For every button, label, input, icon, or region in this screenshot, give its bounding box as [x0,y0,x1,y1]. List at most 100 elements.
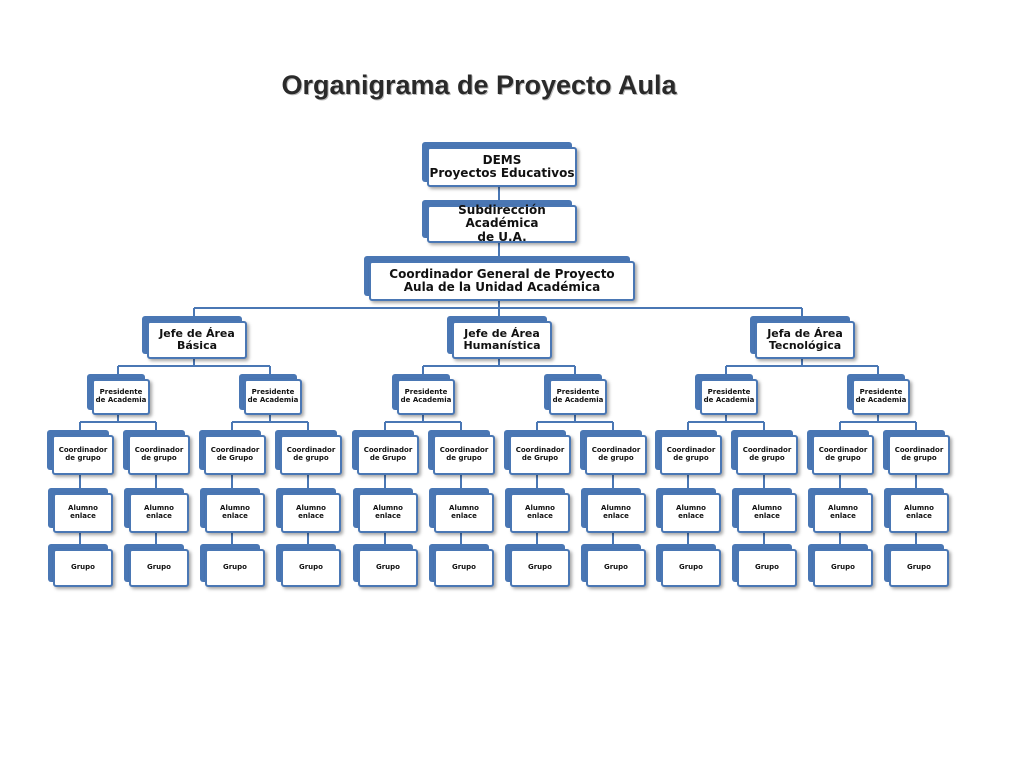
node-text-line: enlace [375,512,401,520]
node-text-line: Humanística [463,339,541,352]
node-text-line: Grupo [678,563,703,572]
node-text-line: de Academia [247,396,299,404]
node-text-line: de grupo [825,454,861,462]
node-text-line: Presidente [707,388,751,397]
node-grupo: Grupo [581,544,647,588]
node-grupo: Grupo [429,544,495,588]
node-text-line: de grupo [141,454,177,462]
node-text-line: de Academia [703,396,755,404]
node-grupo-label: Grupo [434,549,494,587]
node-text-line: Alumno [904,504,934,513]
node-grupo-label: Grupo [586,549,646,587]
node-text-line: Grupo [527,563,552,572]
node-text-line: de grupo [293,454,329,462]
node-text-line: enlace [906,512,932,520]
node-text-line: Básica [176,339,218,352]
node-grupo-label: Grupo [661,549,721,587]
node-text-line: Grupo [70,563,95,572]
node-text-line: enlace [451,512,477,520]
node-text-line: Grupo [830,563,855,572]
node-grupo-label: Grupo [358,549,418,587]
node-text-line: Coordinador [58,446,108,455]
node-text-line: de grupo [749,454,785,462]
node-text-line: de Grupo [216,454,254,462]
node-text-line: Jefe de Área [159,326,235,340]
node-grupo-label: Grupo [129,549,189,587]
node-grupo-label: Grupo [737,549,797,587]
node-grupo-label: Grupo [510,549,570,587]
node-text-line: de grupo [446,454,482,462]
node-text-line: de Academia [400,396,452,404]
node-text-line: de Grupo [369,454,407,462]
node-text-line: Alumno [68,504,98,513]
node-text-line: Coordinador [439,446,489,455]
node-text-line: Coordinador [894,446,944,455]
node-text-line: Grupo [603,563,628,572]
node-text-line: Subdirección Académica [458,203,546,231]
node-text-line: Proyectos Educativos [429,166,575,180]
node-grupo: Grupo [200,544,266,588]
node-text-line: Coordinador [134,446,184,455]
node-text-line: de grupo [65,454,101,462]
node-text-line: enlace [298,512,324,520]
node-grupo: Grupo [276,544,342,588]
node-text-line: Coordinador [742,446,792,455]
node-grupo: Grupo [884,544,950,588]
node-text-line: de Academia [552,396,604,404]
node-text-line: Alumno [828,504,858,513]
node-text-line: Coordinador [591,446,641,455]
node-text-line: Tecnológica [768,339,842,352]
node-text-line: Grupo [375,563,400,572]
node-grupo-label: Grupo [889,549,949,587]
node-text-line: Coordinador [363,446,413,455]
node-text-line: Coordinador [666,446,716,455]
node-grupo: Grupo [505,544,571,588]
node-grupo-label: Grupo [281,549,341,587]
node-grupo-label: Grupo [205,549,265,587]
node-text-line: Alumno [525,504,555,513]
